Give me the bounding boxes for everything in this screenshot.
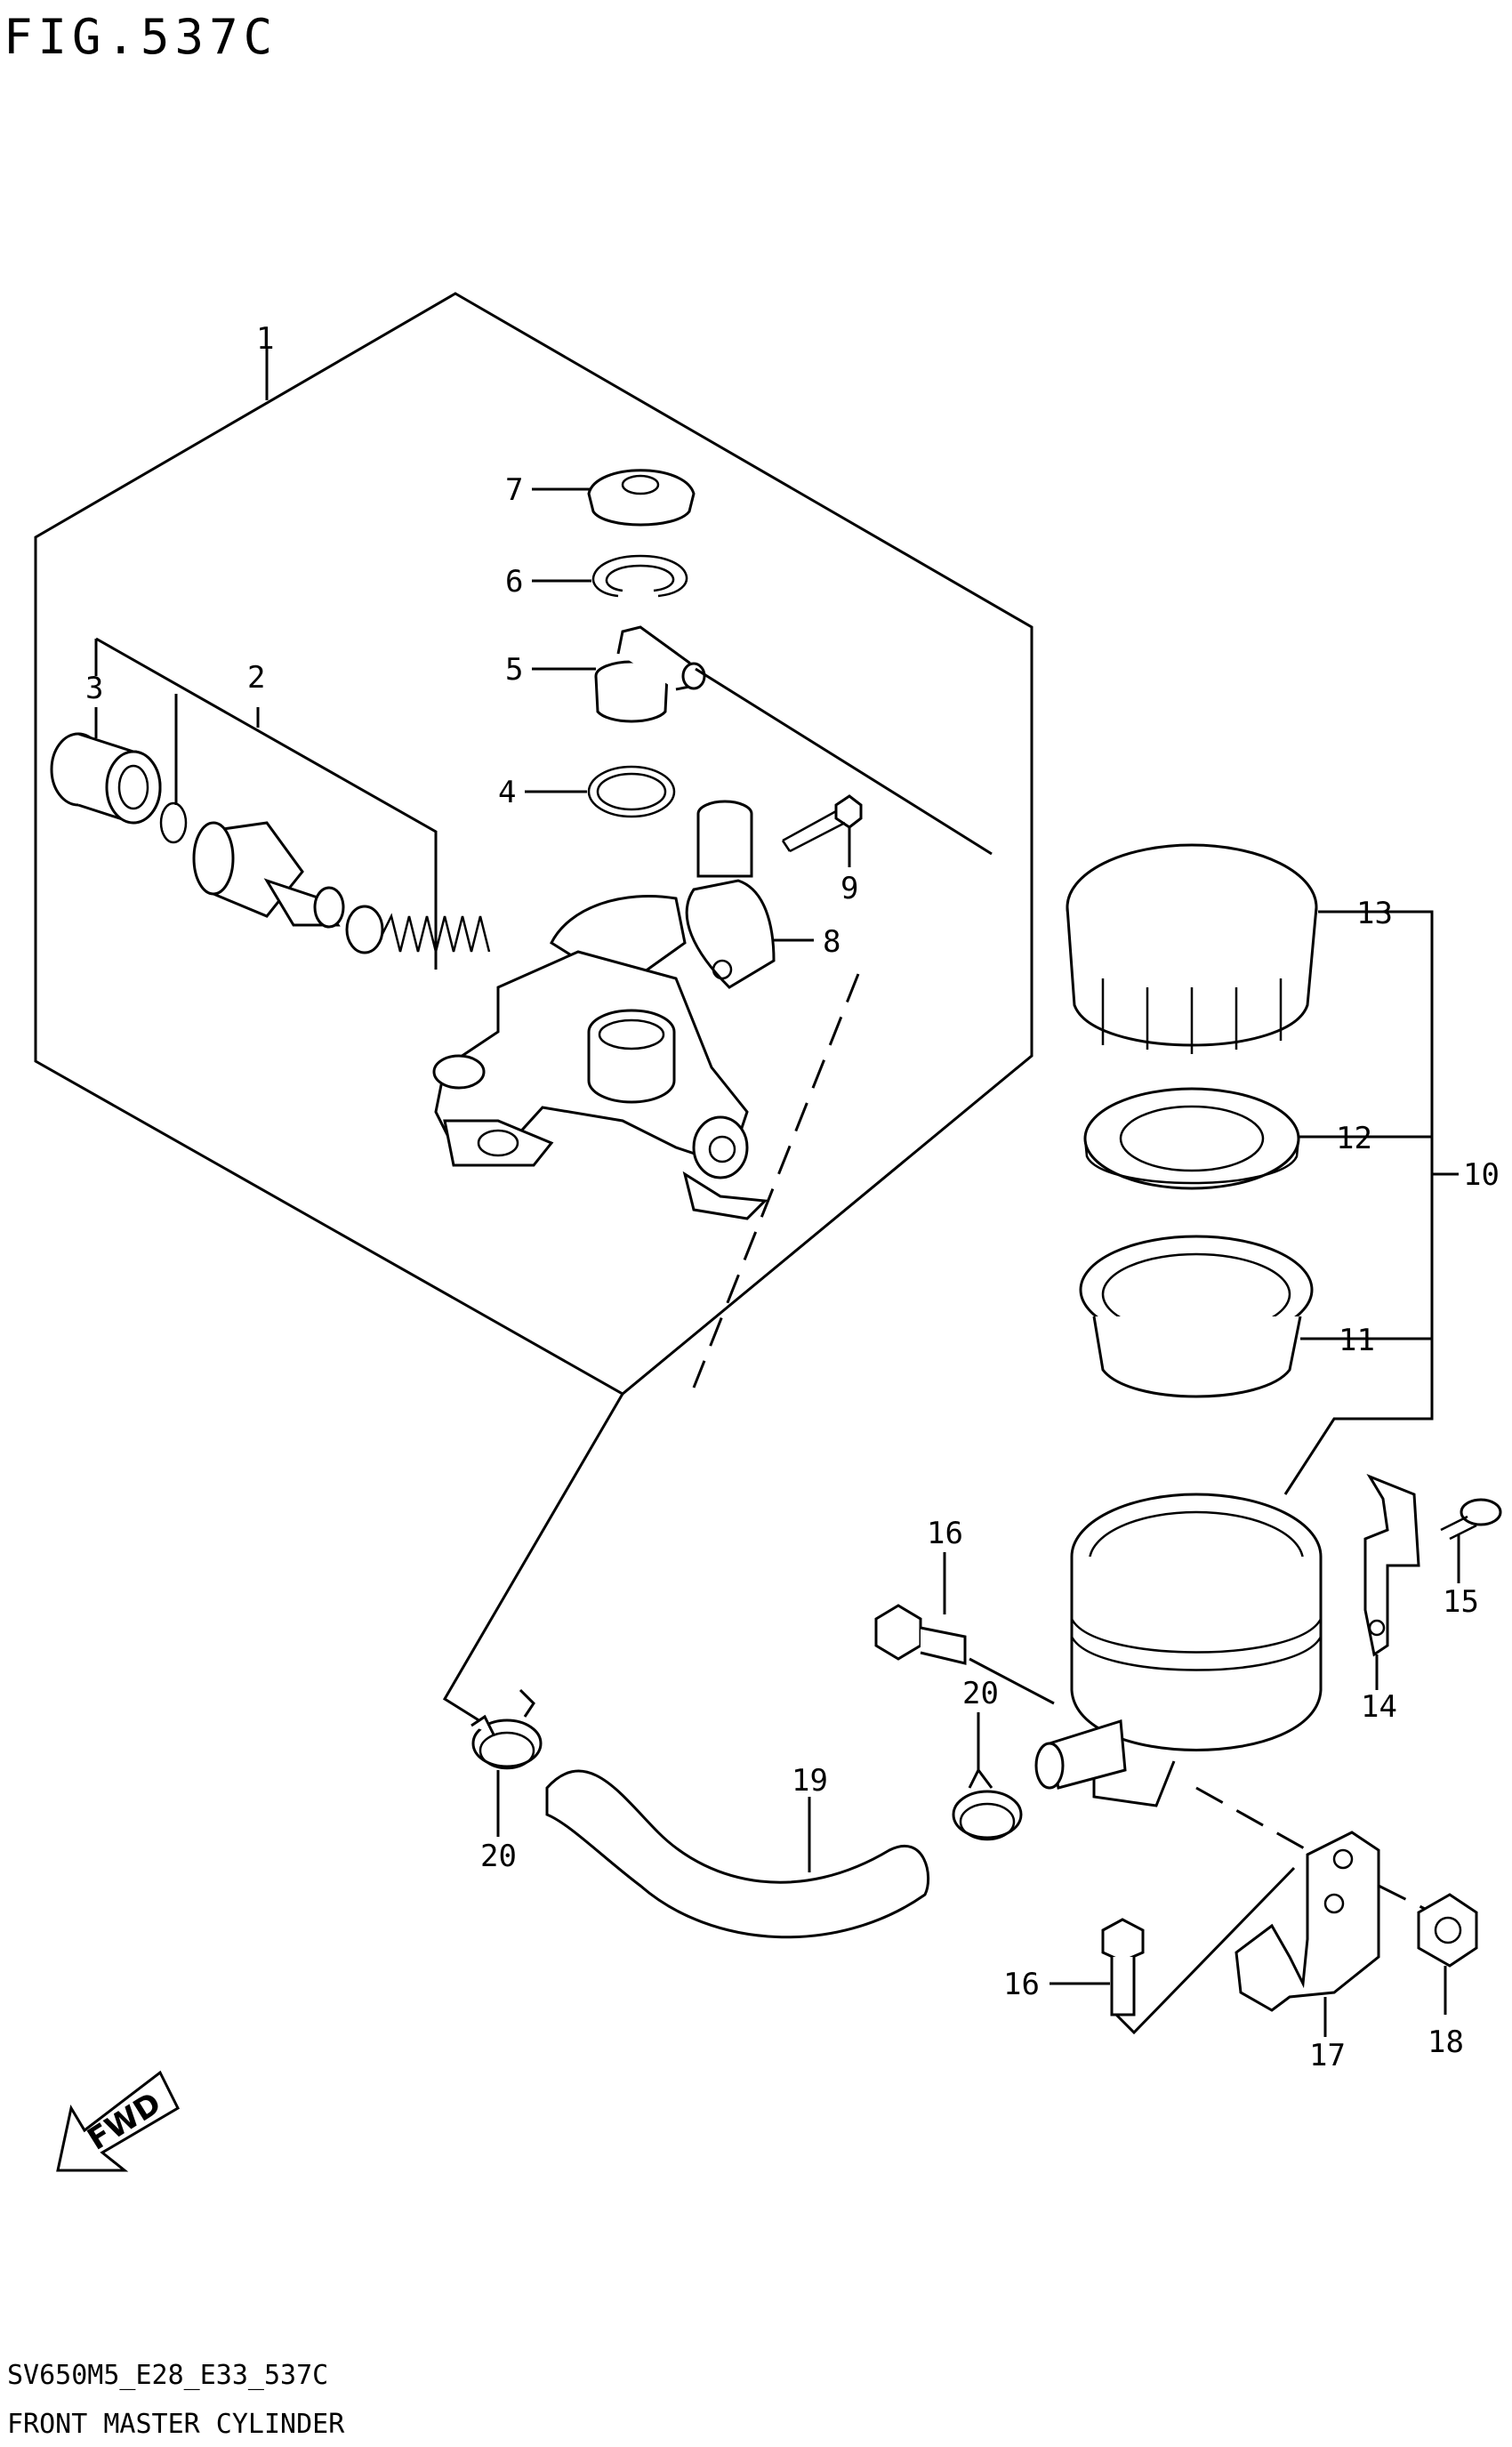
leader-bolt-tank	[969, 1657, 1055, 1705]
callout-11[interactable]: 11	[1339, 1323, 1375, 1358]
connector-part-5	[594, 625, 706, 723]
callout-17[interactable]: 17	[1309, 2038, 1346, 2073]
plate-part-12	[1083, 1087, 1300, 1190]
hose-part-19	[545, 1769, 930, 1939]
callout-8[interactable]: 8	[823, 924, 840, 960]
circlip-part	[159, 801, 188, 844]
callout-6[interactable]: 6	[505, 564, 523, 600]
hose-clamp-part-20-right	[952, 1767, 1023, 1841]
fwd-label: FWD	[82, 2086, 168, 2158]
cap-part-7	[587, 469, 696, 527]
callout-4[interactable]: 4	[498, 775, 516, 810]
callout-9[interactable]: 9	[840, 871, 858, 906]
dash-leader-bracket	[1195, 1786, 1308, 1852]
diaphragm-part-11	[1079, 1235, 1314, 1398]
hose-clamp-part-20-left	[470, 1688, 543, 1770]
footer-section-name: FRONT MASTER CYLINDER	[7, 2409, 345, 2440]
assembly-outline	[34, 292, 1033, 1396]
nut-part-18	[1417, 1893, 1478, 1968]
bolt-part-9	[781, 794, 863, 853]
callout-13[interactable]: 13	[1356, 896, 1393, 931]
callout-2[interactable]: 2	[247, 660, 265, 696]
dash-leader-nut	[1378, 1884, 1433, 1914]
leader-connector	[695, 667, 993, 856]
callout-16-upper[interactable]: 16	[927, 1516, 963, 1551]
callout-14[interactable]: 14	[1361, 1689, 1397, 1725]
oring-part-4	[587, 765, 676, 818]
reservoir-tank	[1034, 1493, 1323, 1807]
fwd-arrow-icon: FWD	[56, 2070, 180, 2172]
callout-10[interactable]: 10	[1463, 1157, 1500, 1193]
bracket-line-2	[95, 637, 438, 970]
callout-20-left[interactable]: 20	[480, 1839, 517, 1874]
callout-12[interactable]: 12	[1336, 1121, 1372, 1156]
callout-19[interactable]: 19	[792, 1763, 828, 1799]
callout-15[interactable]: 15	[1443, 1584, 1479, 1620]
reservoir-cap-13	[1066, 843, 1318, 1054]
piston-set-part	[192, 821, 491, 954]
callout-18[interactable]: 18	[1428, 2024, 1464, 2060]
bolt-part-16-lower	[1101, 1918, 1145, 2016]
bracket-part-14	[1363, 1473, 1420, 1657]
clamp-part-8	[685, 800, 776, 989]
callout-1[interactable]: 1	[256, 321, 274, 357]
bolt-part-16-upper	[874, 1604, 967, 1665]
callout-3[interactable]: 3	[85, 671, 103, 706]
figure-title: FIG.537C	[4, 9, 277, 65]
callouts: 1 2 3 4 5 6 7 8 9 10 11 12 13 14 15 16 1…	[85, 321, 1500, 2073]
screw-part-15	[1440, 1498, 1502, 1541]
circlip-part-6	[591, 554, 688, 598]
callout-5[interactable]: 5	[505, 652, 523, 688]
callout-20-right[interactable]: 20	[962, 1676, 999, 1711]
leader-hose-clamp	[442, 1393, 624, 1723]
callout-7[interactable]: 7	[505, 472, 523, 508]
footer-model-code: SV650M5_E28_E33_537C	[7, 2360, 328, 2391]
bracket-part-17	[1235, 1831, 1380, 2012]
master-cylinder-body	[432, 894, 768, 1220]
leader-bolt-bracket	[1114, 1866, 1296, 2035]
callout-16-lower[interactable]: 16	[1003, 1967, 1040, 2002]
dash-leader-hose	[692, 973, 860, 1389]
bracket-line-10	[1283, 910, 1434, 1495]
boot-part	[50, 732, 162, 825]
